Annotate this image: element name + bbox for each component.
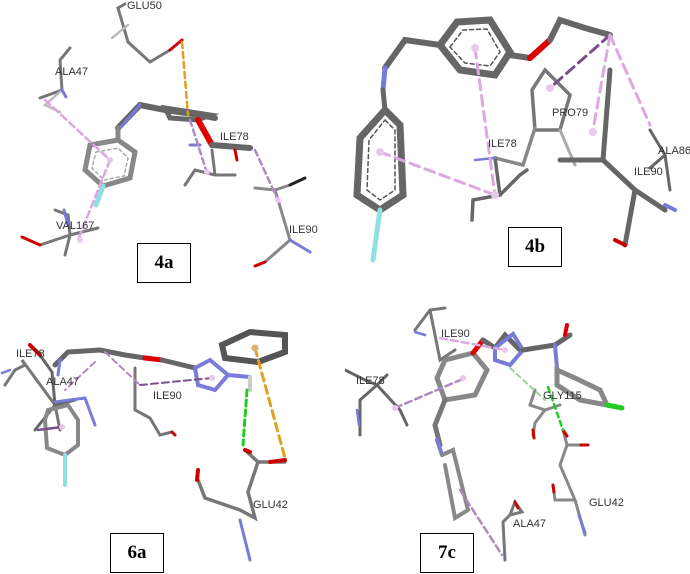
panel-7c: ILE90 ILE78 GLY115 GLU42 ALA47 7c xyxy=(345,290,690,574)
residue-label: ALA47 xyxy=(513,518,547,530)
panel-4a: GLU50 ALA47 ILE78 VAL167 ILE90 4a xyxy=(0,0,345,290)
residue-label: ILE78 xyxy=(16,348,45,360)
molecule-4b-drawing xyxy=(353,16,677,263)
residue-label: ALA86 xyxy=(658,145,690,157)
residue-label: VAL167 xyxy=(56,220,95,232)
residue-label: ILE90 xyxy=(289,224,318,236)
residue-label: ILE90 xyxy=(441,328,470,340)
residue-label: GLU50 xyxy=(127,0,162,12)
residue-label: ILE90 xyxy=(634,166,663,178)
molecule-7c-drawing xyxy=(345,306,625,562)
residue-label: ILE78 xyxy=(488,138,517,150)
residue-label: ILE90 xyxy=(153,390,182,402)
residue-label: GLU42 xyxy=(253,499,288,511)
panel-label-4a: 4a xyxy=(137,243,191,283)
panel-label-4b: 4b xyxy=(508,227,562,267)
residue-label: ALA47 xyxy=(55,66,89,78)
residue-label: GLY115 xyxy=(543,390,582,402)
residue-label: GLU42 xyxy=(589,497,624,509)
residue-label: ALA47 xyxy=(46,376,80,388)
panel-label-7c: 7c xyxy=(420,533,474,573)
molecule-4a-drawing xyxy=(20,2,312,268)
panel-6a: ILE78 ALA47 ILE90 GLU42 6a xyxy=(0,290,345,574)
residue-label: ILE78 xyxy=(220,131,249,143)
residue-label: PRO79 xyxy=(552,107,589,119)
molecule-6a-drawing xyxy=(0,328,288,562)
panel-4b: PRO79 ILE78 ALA86 ILE90 4b xyxy=(345,0,690,290)
panel-label-6a: 6a xyxy=(110,533,164,573)
residue-label: ILE78 xyxy=(356,375,385,387)
